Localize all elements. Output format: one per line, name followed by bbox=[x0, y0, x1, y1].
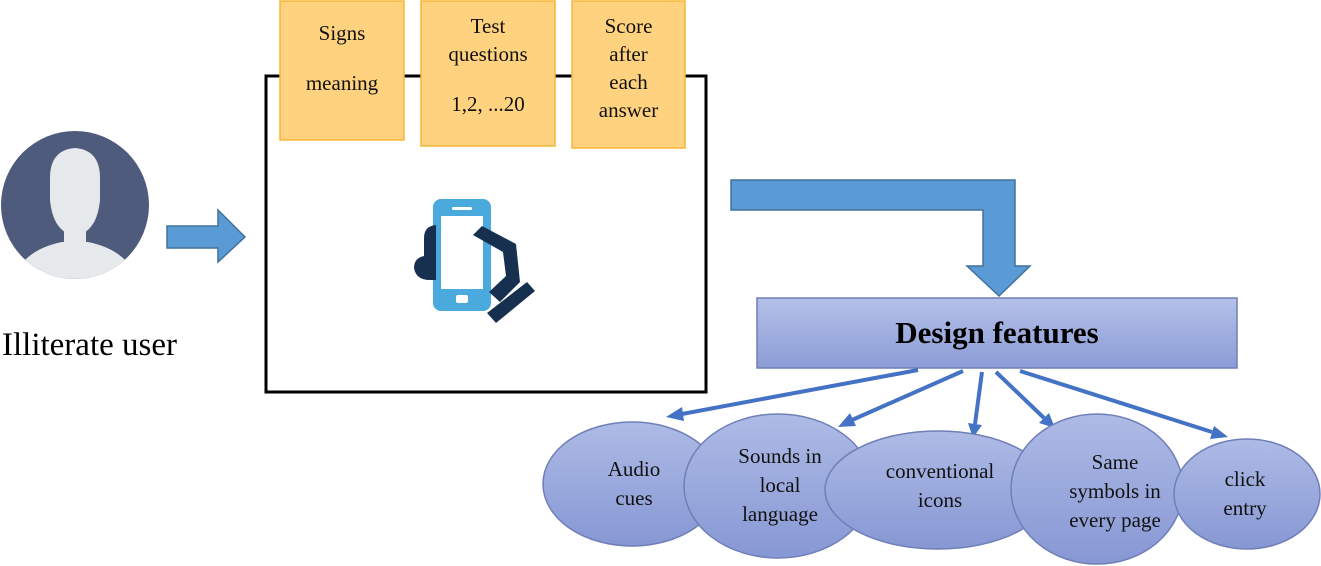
oval-line: Sounds in bbox=[738, 443, 822, 468]
click-entry-oval bbox=[1173, 438, 1321, 550]
same-symbols-text: Same symbols in every page bbox=[1030, 446, 1200, 536]
oval-line: conventional bbox=[885, 459, 995, 483]
test-questions-box bbox=[420, 0, 556, 147]
sounds-local-language-text: Sounds in local language bbox=[700, 440, 860, 530]
phone-in-hand-icon bbox=[414, 199, 535, 323]
score-text: Score after each answer bbox=[572, 1, 685, 148]
box-line: questions bbox=[448, 42, 528, 66]
score-box bbox=[571, 0, 686, 149]
box-line: after bbox=[609, 42, 648, 66]
box-line: answer bbox=[598, 98, 659, 122]
oval-line: symbols in bbox=[1069, 478, 1161, 503]
click-entry-text: click entry bbox=[1190, 463, 1300, 525]
oval-line: click bbox=[1224, 467, 1266, 491]
oval-line: icons bbox=[917, 488, 963, 512]
test-questions-text: Test questions 1,2, ...20 bbox=[421, 1, 555, 146]
design-features-box bbox=[756, 297, 1238, 369]
person-avatar-icon bbox=[1, 131, 149, 279]
oval-line: entry bbox=[1223, 496, 1267, 520]
oval-line: cues bbox=[615, 486, 653, 510]
user-to-app-arrow bbox=[166, 208, 247, 264]
oval-line: language bbox=[742, 501, 818, 526]
box-line: Score bbox=[604, 14, 653, 38]
signs-meaning-box bbox=[279, 0, 405, 141]
signs-meaning-text: Signs meaning bbox=[280, 1, 404, 140]
box-line: meaning bbox=[305, 71, 379, 95]
oval-line: Audio bbox=[607, 457, 661, 481]
box-line: each bbox=[609, 70, 648, 94]
box-line: 1,2, ...20 bbox=[451, 92, 525, 116]
box-line: Signs bbox=[318, 21, 366, 45]
feature-connectors bbox=[666, 368, 1228, 439]
design-features-title: Design features bbox=[895, 315, 1099, 350]
illiterate-user-label: Illiterate user bbox=[2, 327, 177, 363]
oval-line: every page bbox=[1069, 507, 1161, 532]
conventional-icons-text: conventional icons bbox=[850, 455, 1030, 517]
oval-line: Same bbox=[1091, 449, 1139, 474]
app-to-design-arrow bbox=[730, 179, 1032, 298]
box-line: Test bbox=[470, 14, 506, 38]
audio-cues-text: Audio cues bbox=[560, 440, 708, 528]
oval-line: local bbox=[759, 472, 801, 497]
